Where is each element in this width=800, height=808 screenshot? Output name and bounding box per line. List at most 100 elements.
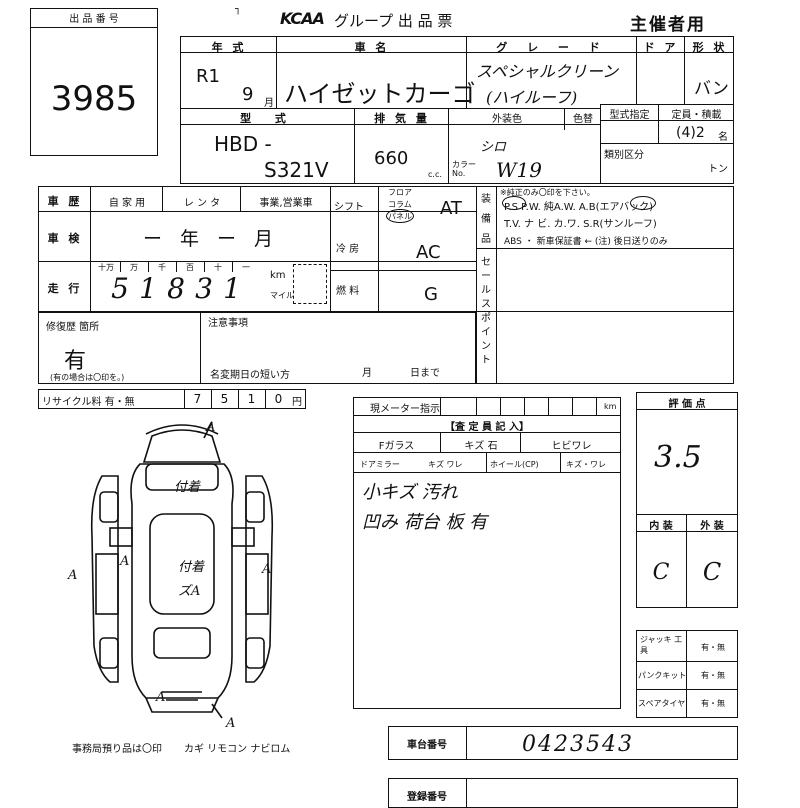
diagram-damage-mark: A bbox=[68, 568, 78, 583]
ton-unit: トン bbox=[708, 164, 728, 175]
mileage-digit-label: 万 bbox=[130, 263, 138, 272]
meter-cell-divider bbox=[572, 397, 573, 415]
equipment-circle-ab bbox=[630, 196, 656, 210]
eval-score: 3.5 bbox=[654, 440, 702, 475]
diagram-wheel-rr bbox=[245, 637, 265, 669]
diagram-right-door bbox=[245, 553, 269, 615]
history-private: 自 家 用 bbox=[108, 198, 146, 209]
mileage-digit-label: 十 bbox=[214, 263, 222, 272]
recycle-label: リサイクル料 有・無 bbox=[42, 397, 135, 408]
exterior-score: C bbox=[702, 558, 722, 586]
diagram-damage-mark: A bbox=[206, 420, 216, 435]
recycle-digit: 7 bbox=[193, 392, 202, 406]
history-business: 事業,営業車 bbox=[259, 198, 313, 209]
diagram-left-side bbox=[90, 475, 119, 683]
mileage-digit: 1 bbox=[139, 272, 157, 305]
diagram-right-side bbox=[245, 475, 274, 683]
ext-color-label: 外装色 bbox=[492, 114, 522, 125]
year-month: 9 bbox=[242, 84, 254, 105]
door-label: ド ア bbox=[643, 41, 679, 54]
header-dash-marks: ┐ bbox=[235, 4, 242, 15]
repair-note: (有の場合は〇印を。) bbox=[50, 373, 125, 382]
office-items-label: 事務局預り品は〇印 bbox=[72, 744, 162, 755]
equipment-circle-ps bbox=[502, 196, 526, 210]
jack-yes-no: 有・無 bbox=[701, 643, 725, 652]
mileage-digit: 3 bbox=[195, 272, 213, 305]
chassis-label: 車台番号 bbox=[407, 740, 447, 751]
glass-opt-crack: ヒビワレ bbox=[551, 441, 592, 452]
diagram-left-door bbox=[95, 553, 119, 615]
repair-caution-row bbox=[38, 312, 476, 384]
fuel-value: G bbox=[424, 284, 438, 305]
ac-value: AC bbox=[416, 242, 441, 263]
chassis-row bbox=[388, 726, 738, 760]
diagram-damage-mark: A bbox=[156, 690, 166, 705]
meter-unit: km bbox=[604, 402, 617, 411]
recycle-cell-divider bbox=[184, 389, 185, 409]
fuel-label: 燃 料 bbox=[336, 286, 360, 297]
mileage-digit-divider bbox=[204, 262, 205, 272]
name-label: 車 名 bbox=[354, 41, 390, 54]
vehicle-info-grid bbox=[180, 36, 734, 184]
deadline-label: 名変期日の短い方 bbox=[210, 370, 290, 381]
diagram-wheel-rl bbox=[99, 637, 119, 669]
glass-label: Fガラス bbox=[378, 441, 415, 452]
type-class-label: 類別区分 bbox=[604, 150, 644, 161]
puncture-label: パンクキット bbox=[638, 671, 687, 680]
diagram-roof-front bbox=[142, 429, 222, 463]
diagram-damage-mark: A bbox=[226, 716, 236, 731]
capacity-unit: 名 bbox=[718, 132, 728, 143]
mileage-digit-label: 百 bbox=[186, 263, 194, 272]
recycle-row bbox=[38, 389, 306, 409]
diagram-pointer-front bbox=[203, 421, 213, 439]
spare-yes-no: 有・無 bbox=[701, 699, 725, 708]
grade-label: グ レ ー ド bbox=[496, 41, 608, 54]
mileage-digit-divider bbox=[120, 262, 121, 272]
diagram-rear-bumper bbox=[162, 691, 202, 701]
mileage-digit: 8 bbox=[167, 272, 185, 305]
form-title: グループ 出 品 票 bbox=[334, 12, 453, 30]
meter-cell-divider bbox=[476, 397, 477, 415]
year-month-unit: 月 bbox=[264, 98, 274, 109]
diagram-rear bbox=[145, 697, 219, 713]
equipment-side-label: 装備品 bbox=[481, 194, 491, 245]
mileage-digit: 5 bbox=[111, 272, 129, 305]
wheel-label: ホイール(CP) bbox=[490, 460, 539, 469]
capacity-value: (4)2 bbox=[676, 125, 705, 141]
jack-label: ジャッキ 工 具 bbox=[640, 635, 683, 655]
vehicle-name: ハイゼットカーゴ bbox=[284, 80, 476, 108]
diagram-damage-mark: ズA bbox=[178, 584, 201, 599]
recycle-digit: 0 bbox=[274, 392, 283, 406]
shift-value: AT bbox=[440, 198, 462, 219]
role-label: 主催者用 bbox=[630, 15, 706, 35]
equipment-line3: ABS ・ 新車保証書 ← (注) 後日送りのみ bbox=[504, 237, 668, 247]
model-prefix: HBD - bbox=[214, 132, 272, 156]
mileage-km-unit: km bbox=[270, 270, 286, 281]
ext-color-value: シロ bbox=[480, 140, 507, 155]
history-label: 車 歴 bbox=[47, 195, 83, 208]
cc-unit: c.c. bbox=[428, 170, 442, 179]
year-era: R1 bbox=[196, 66, 220, 87]
interior-label: 内 装 bbox=[649, 521, 673, 532]
mirror-opt: キズ ワレ bbox=[428, 460, 463, 469]
diagram-roof bbox=[149, 513, 215, 615]
deadline-day: 日まで bbox=[410, 368, 440, 379]
registration-label: 登録番号 bbox=[407, 792, 447, 803]
meter-label: 現メーター指示 bbox=[370, 404, 440, 415]
grade-line2: (ハイルーフ) bbox=[486, 88, 578, 107]
diagram-damage-mark: 付着 bbox=[174, 480, 201, 495]
shift-label: シフト bbox=[334, 202, 364, 213]
repair-label: 修復歴 箇所 bbox=[46, 322, 100, 333]
mileage-unit-box bbox=[293, 264, 327, 304]
mileage-digit-label: 十万 bbox=[98, 263, 114, 272]
caution-label: 注意事項 bbox=[208, 318, 248, 329]
displacement: 660 bbox=[374, 148, 409, 169]
capacity-label: 定員・積載 bbox=[671, 110, 722, 121]
shift-column: コラム bbox=[388, 200, 412, 209]
mileage-label: 走 行 bbox=[47, 282, 83, 295]
recycle-cell-divider bbox=[211, 389, 212, 409]
lot-number-box: 出 品 番 号 3985 bbox=[30, 8, 158, 156]
glass-opt-scratch: キズ 石 bbox=[464, 441, 498, 452]
equipment-line2: T.V. ナ ビ. カ.ワ. S.R(サンルーフ) bbox=[504, 219, 657, 230]
mileage-digit-divider bbox=[148, 262, 149, 272]
